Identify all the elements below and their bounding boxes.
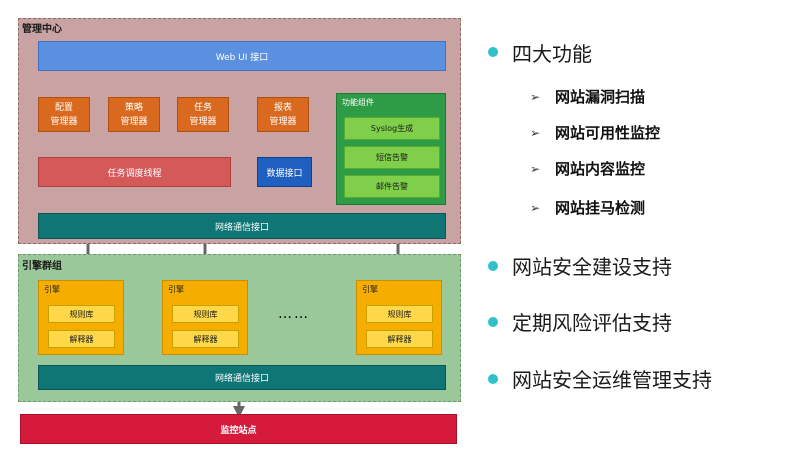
chevron-right-icon: ➢	[530, 201, 541, 215]
chevron-right-icon: ➢	[530, 162, 541, 176]
sub-bullet-content: 网站内容监控	[555, 160, 646, 178]
sms-alert-component: 短信告警	[344, 146, 440, 169]
bullet-dot-icon	[488, 317, 498, 327]
email-alert-component: 邮件告警	[344, 175, 440, 198]
policy-manager-line1: 策略	[124, 102, 143, 113]
rule-library: 规则库	[172, 305, 239, 323]
parser: 解释器	[366, 330, 433, 348]
sub-bullet-trojan: 网站挂马检测	[555, 199, 646, 217]
data-interface: 数据接口	[257, 157, 312, 187]
engine-title: 引擎	[168, 285, 184, 294]
bullet-security-construction: 网站安全建设支持	[512, 255, 672, 279]
policy-manager-line2: 管理器	[120, 116, 148, 127]
ellipsis: ……	[278, 306, 310, 322]
config-manager-line2: 管理器	[50, 116, 78, 127]
task-manager-line1: 任务	[193, 102, 212, 113]
engine-title: 引擎	[44, 285, 60, 294]
policy-manager: 策略 管理器	[108, 97, 160, 132]
web-ui-interface: Web UI 接口	[38, 41, 446, 71]
network-interface-bottom: 网络通信接口	[38, 365, 446, 390]
report-manager-line2: 管理器	[269, 116, 297, 127]
network-interface-top: 网络通信接口	[38, 213, 446, 239]
chevron-right-icon: ➢	[530, 90, 541, 104]
parser: 解释器	[172, 330, 239, 348]
task-scheduler-thread: 任务调度线程	[38, 157, 231, 187]
task-manager: 任务 管理器	[177, 97, 229, 132]
chevron-right-icon: ➢	[530, 126, 541, 140]
report-manager-line1: 报表	[273, 102, 292, 113]
task-manager-line2: 管理器	[189, 116, 217, 127]
config-manager: 配置 管理器	[38, 97, 90, 132]
parser: 解释器	[48, 330, 115, 348]
syslog-component: Syslog生成	[344, 117, 440, 140]
config-manager-line1: 配置	[54, 102, 73, 113]
function-component-title: 功能组件	[342, 98, 374, 107]
bullet-main-functions: 四大功能	[512, 42, 592, 66]
engine-group-title: 引擎群组	[22, 261, 62, 272]
bullet-dot-icon	[488, 261, 498, 271]
rule-library: 规则库	[366, 305, 433, 323]
bullet-dot-icon	[488, 374, 498, 384]
sub-bullet-availability: 网站可用性监控	[555, 124, 661, 142]
management-center-title: 管理中心	[22, 24, 62, 35]
bullet-risk-assessment: 定期风险评估支持	[512, 311, 672, 335]
bullet-ops-management: 网站安全运维管理支持	[512, 368, 712, 392]
report-manager: 报表 管理器	[257, 97, 309, 132]
rule-library: 规则库	[48, 305, 115, 323]
engine-title: 引擎	[362, 285, 378, 294]
bullet-dot-icon	[488, 47, 498, 57]
sub-bullet-vuln-scan: 网站漏洞扫描	[555, 88, 646, 106]
monitor-site: 监控站点	[20, 414, 457, 444]
